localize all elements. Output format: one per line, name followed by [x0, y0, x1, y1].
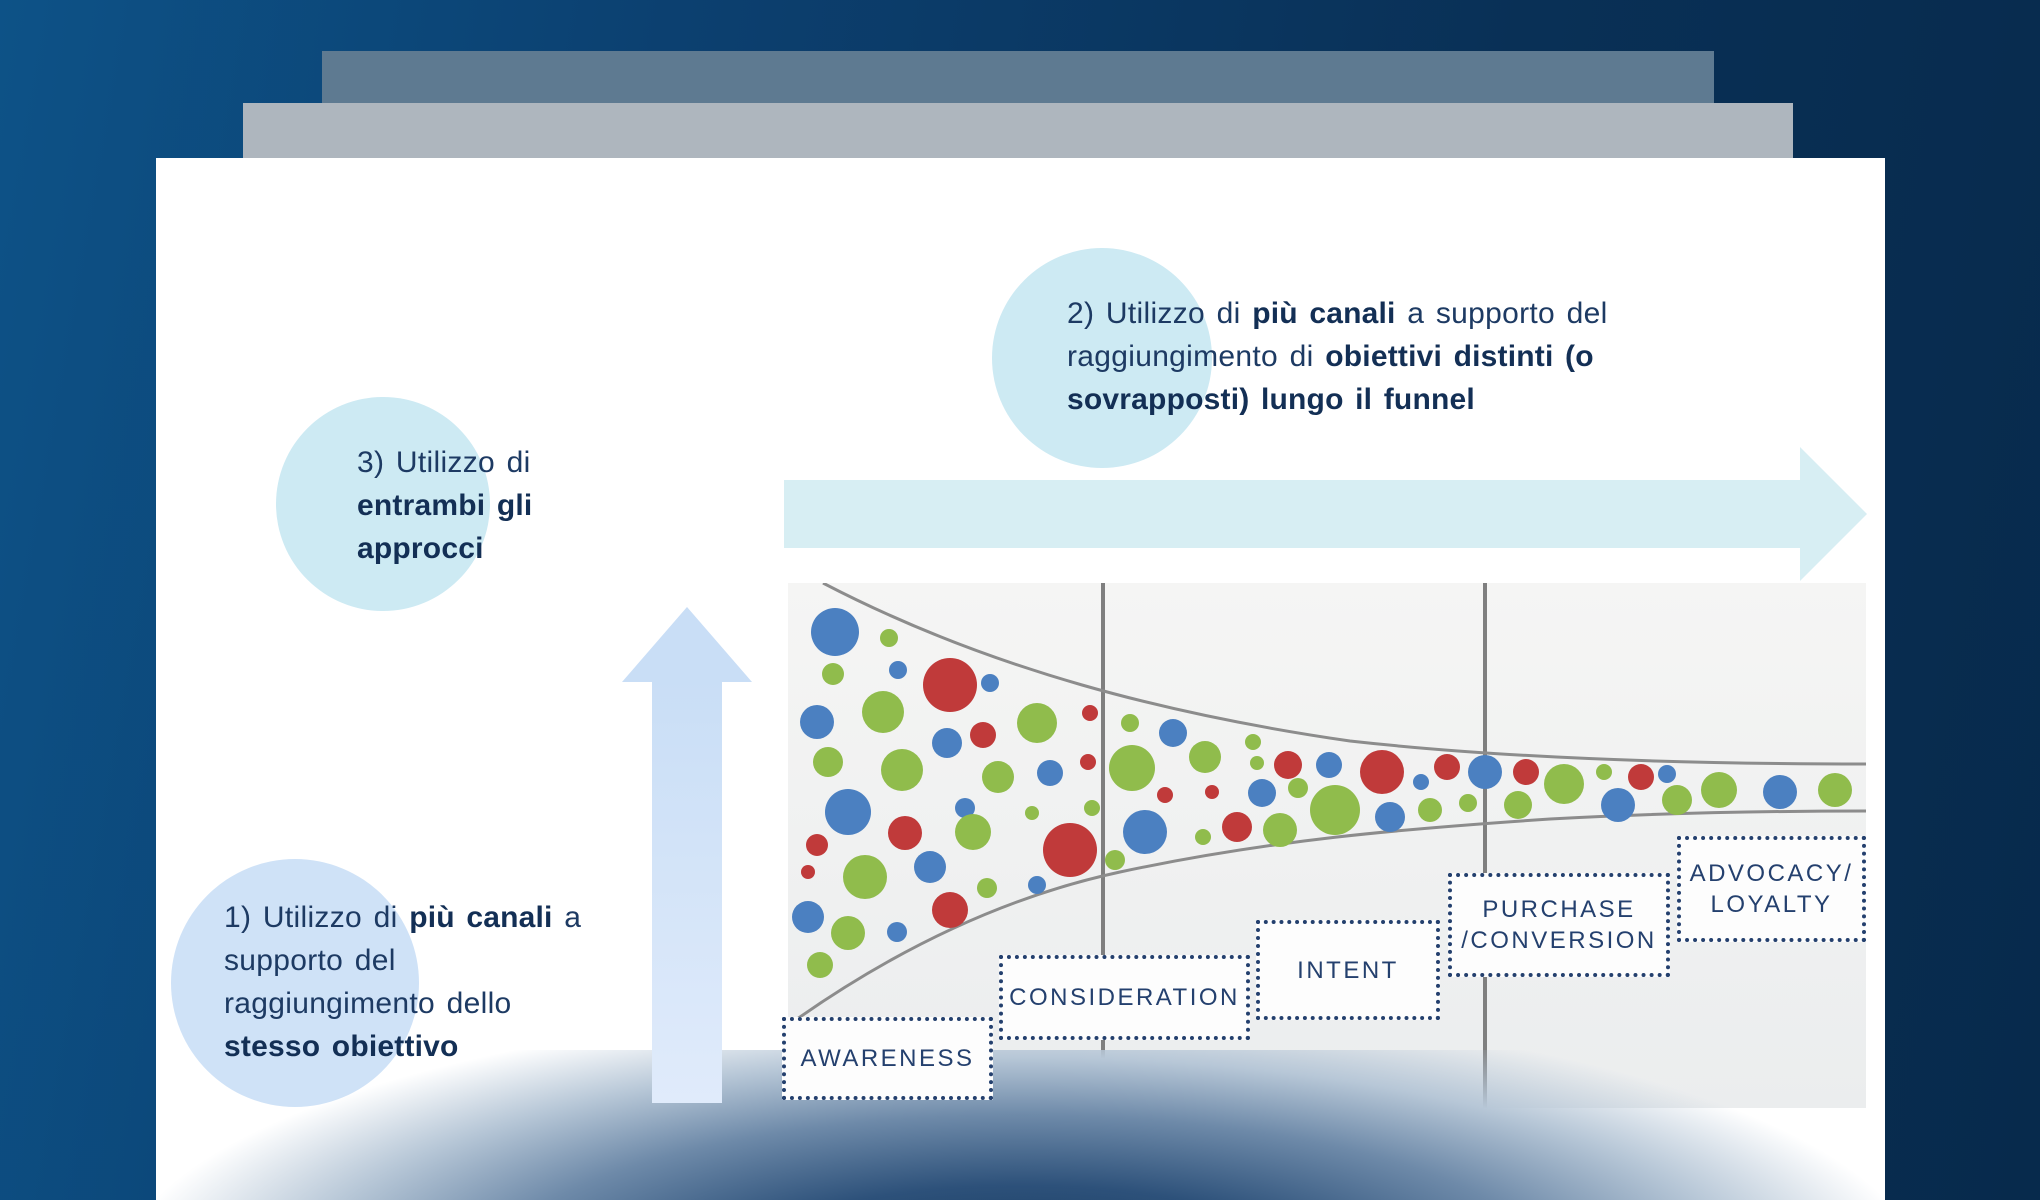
funnel-bubble-red — [923, 658, 977, 712]
funnel-bubble-blue — [914, 851, 946, 883]
funnel-bubble-red — [1205, 785, 1219, 799]
funnel-bubble-green — [1596, 764, 1612, 780]
funnel-bubble-green — [1662, 785, 1692, 815]
funnel-bubble-green — [1818, 773, 1852, 807]
funnel-bubble-green — [1017, 703, 1057, 743]
funnel-bubble-blue — [955, 798, 975, 818]
funnel-bubble-red — [801, 865, 815, 879]
funnel-bubble-blue — [1316, 752, 1342, 778]
funnel-bubble-green — [1025, 806, 1039, 820]
funnel-bubble-blue — [792, 901, 824, 933]
funnel-bubble-green — [862, 691, 904, 733]
funnel-bubble-blue — [1375, 802, 1405, 832]
funnel-bubble-green — [1245, 734, 1261, 750]
funnel-bubble-green — [1418, 798, 1442, 822]
annotation-text: a supporto del raggiungimento dello — [224, 901, 582, 1020]
funnel-bubble-green — [1310, 785, 1360, 835]
annotation-text-bold: più canali — [1252, 297, 1396, 330]
funnel-stage-advocacy-loyalty: ADVOCACY/ LOYALTY — [1677, 836, 1866, 942]
funnel-bubble-green — [822, 663, 844, 685]
funnel-bubble-blue — [811, 608, 859, 656]
funnel-stage-purchase-conversion: PURCHASE /CONVERSION — [1448, 873, 1670, 977]
accent-circle-point2 — [992, 248, 1212, 468]
annotation-text: 1) Utilizzo di — [224, 901, 410, 934]
annotation-text: a supporto del raggiungimento di — [1067, 297, 1608, 373]
funnel-bubble-green — [1263, 813, 1297, 847]
funnel-bubble-green — [982, 761, 1014, 793]
annotation-text: 2) Utilizzo di — [1067, 297, 1253, 330]
arrow-up-head-icon — [622, 607, 752, 682]
funnel-bottom-curve — [789, 809, 1866, 1026]
arrow-right-icon — [784, 480, 1800, 548]
funnel-bubble-green — [1121, 714, 1139, 732]
funnel-bubble-blue — [1468, 755, 1502, 789]
funnel-bubble-green — [831, 916, 865, 950]
funnel-top-curve — [822, 583, 1866, 766]
accent-circle-point3 — [276, 397, 490, 611]
funnel-bubble-green — [1701, 772, 1737, 808]
funnel-bubble-green — [880, 629, 898, 647]
funnel-bubble-green — [1084, 800, 1100, 816]
funnel-bubble-red — [1080, 754, 1096, 770]
funnel-bubble-green — [977, 878, 997, 898]
funnel-bubble-blue — [1159, 719, 1187, 747]
arrow-right-head-icon — [1800, 447, 1867, 581]
funnel-bubble-green — [1504, 791, 1532, 819]
funnel-bubble-green — [955, 814, 991, 850]
funnel-bubble-blue — [1658, 765, 1676, 783]
funnel-bubble-red — [1043, 823, 1097, 877]
funnel-bubbles — [792, 608, 1852, 978]
funnel-bubble-blue — [1763, 775, 1797, 809]
funnel-bubble-green — [881, 749, 923, 791]
funnel-stage-awareness: AWARENESS — [782, 1017, 993, 1100]
funnel-bubble-green — [843, 855, 887, 899]
funnel-bubble-green — [813, 747, 843, 777]
funnel-bubble-red — [1274, 751, 1302, 779]
funnel-bubble-blue — [1413, 774, 1429, 790]
slide-bottom-gradient — [156, 1050, 1885, 1200]
funnel-stage-intent: INTENT — [1256, 920, 1440, 1020]
funnel-bubble-red — [1082, 705, 1098, 721]
funnel-bubble-green — [1105, 850, 1125, 870]
funnel-bubble-blue — [887, 922, 907, 942]
funnel-bubble-red — [1360, 750, 1404, 794]
funnel-bubble-green — [1250, 756, 1264, 770]
funnel-bubble-blue — [932, 728, 962, 758]
funnel-bubble-green — [1459, 794, 1477, 812]
funnel-bubble-blue — [1123, 810, 1167, 854]
funnel-bubble-green — [1195, 829, 1211, 845]
funnel-bubble-blue — [1028, 876, 1046, 894]
funnel-bubble-red — [1157, 787, 1173, 803]
funnel-bubble-red — [1434, 754, 1460, 780]
funnel-bubble-green — [1288, 778, 1308, 798]
funnel-bubble-green — [807, 952, 833, 978]
funnel-bubble-blue — [825, 789, 871, 835]
annotation-text: 3) Utilizzo di — [357, 446, 531, 479]
funnel-bubble-red — [932, 892, 968, 928]
funnel-bubble-blue — [1248, 779, 1276, 807]
funnel-bubble-red — [1222, 812, 1252, 842]
funnel-bubble-blue — [889, 661, 907, 679]
funnel-bubble-green — [1189, 741, 1221, 773]
annotation-both-approaches: 3) Utilizzo di entrambi gli approcci — [357, 441, 532, 570]
annotation-multiple-channels-same-goal: 1) Utilizzo di più canali a supporto del… — [224, 896, 581, 1068]
funnel-bubble-red — [970, 722, 996, 748]
funnel-bubble-red — [806, 834, 828, 856]
funnel-bubble-blue — [800, 705, 834, 739]
funnel-bubble-blue — [1601, 788, 1635, 822]
annotation-multiple-channels-distinct-goals: 2) Utilizzo di più canali a supporto del… — [1067, 292, 1608, 421]
annotation-text-bold: entrambi gli approcci — [357, 489, 533, 565]
funnel-bubble-blue — [981, 674, 999, 692]
funnel-bubble-red — [888, 816, 922, 850]
funnel-bubble-green — [1109, 745, 1155, 791]
funnel-bubble-green — [1544, 764, 1584, 804]
funnel-stage-consideration: CONSIDERATION — [999, 955, 1250, 1040]
annotation-text-bold: più canali — [409, 901, 553, 934]
annotation-text-bold: obiettivi distinti (o sovrapposti) lungo… — [1067, 340, 1594, 416]
funnel-bubble-red — [1628, 764, 1654, 790]
funnel-bubble-blue — [1037, 760, 1063, 786]
funnel-bubble-red — [1513, 759, 1539, 785]
arrow-up-icon — [652, 680, 722, 1103]
